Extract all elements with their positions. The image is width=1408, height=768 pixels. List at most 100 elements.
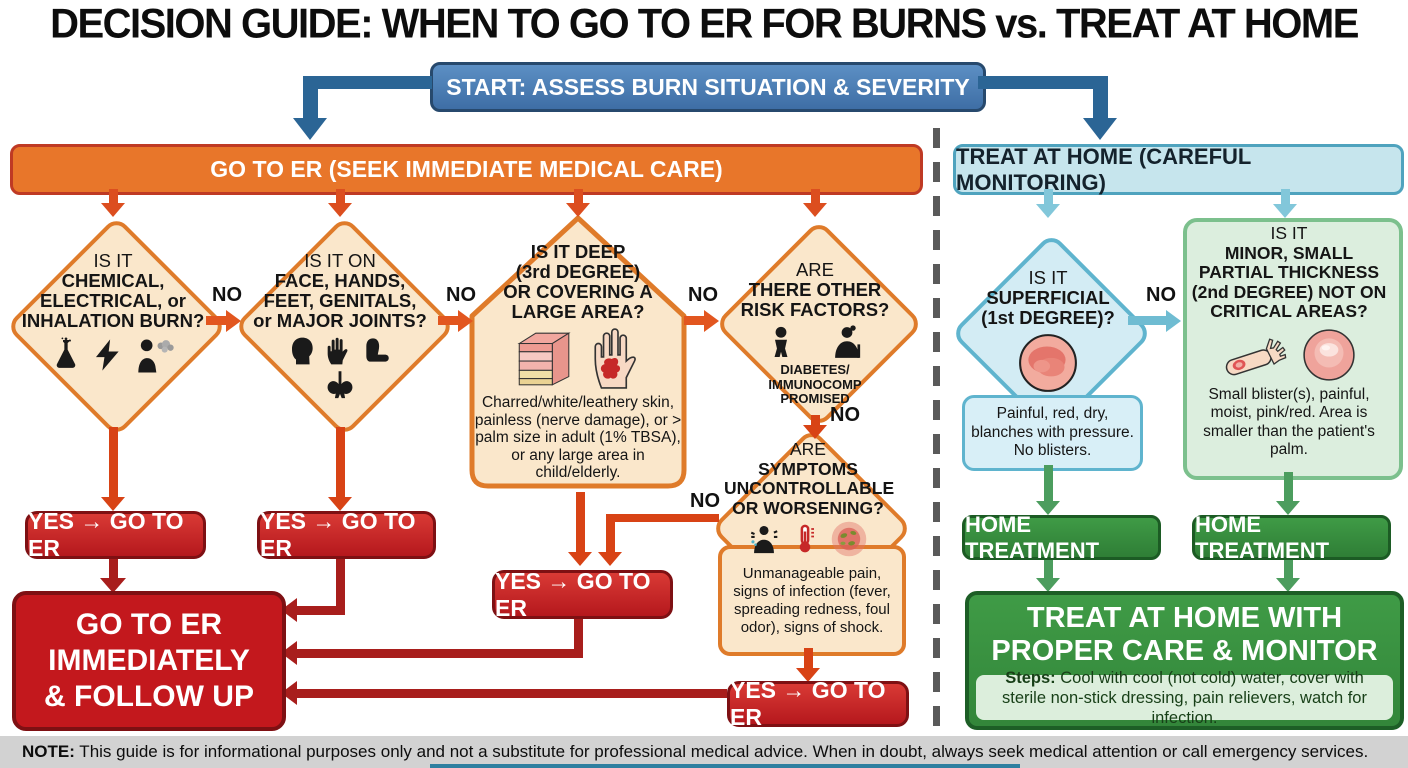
h1-line: IS IT xyxy=(1028,267,1068,288)
banner-drop-arrowhead xyxy=(1036,204,1060,218)
q3-yes-arrowhead xyxy=(568,552,592,566)
infection-icon xyxy=(831,521,867,557)
start-right-connector xyxy=(978,76,1102,89)
q3-body: Charred/white/leathery skin, painless (n… xyxy=(474,394,682,481)
home-final-box: TREAT AT HOME WITH PROPER CARE & MONITOR… xyxy=(965,591,1404,730)
start-left-connector xyxy=(303,76,318,120)
h1-h2-arrowhead xyxy=(1166,309,1181,332)
q1-line: IS IT xyxy=(93,250,133,271)
q1-line: CHEMICAL, xyxy=(61,270,165,291)
q3-line: IS IT DEEP xyxy=(530,241,626,262)
h2-ht-arrow xyxy=(1284,472,1293,503)
bottom-accent-strip xyxy=(430,764,1020,768)
banner-drop-arrow xyxy=(811,189,820,204)
er-final-line: IMMEDIATELY xyxy=(48,644,250,677)
q5-line: SYMPTOMS xyxy=(758,458,858,479)
q2-yes-arrowhead xyxy=(328,497,352,511)
baby-icon xyxy=(774,326,788,357)
start-right-arrowhead xyxy=(1083,118,1117,140)
h1-caption-box: Painful, red, dry, blanches with pressur… xyxy=(962,395,1143,471)
ht2-final-arrowhead xyxy=(1276,578,1300,592)
q3-q4-connector xyxy=(684,316,706,325)
q3-line: (3rd DEGREE) xyxy=(515,261,641,282)
q4-line: THERE OTHER xyxy=(748,279,882,300)
yes-go-to-er-button-2: YES → GO TO ER xyxy=(257,508,436,561)
q3-content: IS IT DEEP (3rd DEGREE) OR COVERING A LA… xyxy=(470,242,686,482)
q1-line: INHALATION BURN? xyxy=(21,310,205,331)
h2-line: (2nd DEGREE) NOT ON xyxy=(1191,281,1387,302)
yes-label: YES → GO TO ER xyxy=(495,567,651,621)
foot-icon xyxy=(366,338,389,362)
banner-drop-arrowhead xyxy=(328,203,352,217)
skin-layers-icon xyxy=(517,332,571,386)
q4-content: ARE THERE OTHER RISK FACTORS? DIABETES/ … xyxy=(722,260,908,407)
yes3-final-elbow xyxy=(296,649,583,658)
home-banner-label: TREAT AT HOME (CAREFUL MONITORING) xyxy=(956,143,1251,195)
steps-text: Cool with cool (not cold) water, cover w… xyxy=(1002,668,1367,727)
q2-line: or MAJOR JOINTS? xyxy=(253,310,427,331)
start-left-connector xyxy=(310,76,432,89)
yes-label: YES → GO TO ER xyxy=(28,508,184,561)
q3-q4-arrowhead xyxy=(704,309,719,332)
blister-icon xyxy=(1303,328,1355,381)
h2-box xyxy=(1183,218,1403,480)
home-branch-banner: TREAT AT HOME (CAREFUL MONITORING) xyxy=(953,144,1404,195)
red-skin-patch-icon xyxy=(1019,334,1077,392)
q2-line: FEET, GENITALS, xyxy=(263,290,417,311)
h1-ht-arrow xyxy=(1044,465,1053,503)
home-treatment-button-2: HOME TREATMENT xyxy=(1192,512,1391,563)
h1-line: (1st DEGREE)? xyxy=(981,307,1115,328)
no-label-q5: NO xyxy=(690,490,720,512)
no-label-q3: NO xyxy=(688,284,718,306)
lightning-bolt-icon xyxy=(95,339,119,371)
start-left-arrowhead xyxy=(293,118,327,140)
q3-pentagon xyxy=(469,215,687,489)
start-right-connector xyxy=(1093,76,1108,120)
banner-drop-arrow xyxy=(336,189,345,204)
yes-label: YES → GO TO ER xyxy=(730,677,886,730)
pain-person-icon xyxy=(750,525,778,554)
banner-drop-arrowhead xyxy=(1273,204,1297,218)
h1-body: Painful, red, dry, blanches with pressur… xyxy=(971,405,1134,460)
home-steps-box: Steps: Cool with cool (not cold) water, … xyxy=(976,669,1393,727)
q2-yes-arrow xyxy=(336,427,345,499)
h2-body: Small blister(s), painful, moist, pink/r… xyxy=(1203,385,1375,459)
elderly-person-icon xyxy=(835,325,861,358)
banner-drop-arrow xyxy=(109,189,118,204)
yes-label: YES → GO TO ER xyxy=(260,508,416,561)
q3-line: LARGE AREA? xyxy=(511,301,645,322)
home-final-line: TREAT AT HOME WITH xyxy=(1026,602,1343,634)
q2-q3-connector xyxy=(438,316,460,325)
er-final-line: & FOLLOW UP xyxy=(44,680,254,713)
flask-icon xyxy=(56,337,76,368)
q5-no-arrowhead xyxy=(598,552,622,566)
q2-line: IS IT ON xyxy=(304,250,376,271)
q5-line: UNCONTROLLABLE xyxy=(724,478,895,498)
yes-go-to-er-button-1: YES → GO TO ER xyxy=(25,508,206,561)
h2-line: IS IT xyxy=(1270,223,1308,243)
yes1-final-arrowhead xyxy=(100,578,126,593)
start-node: START: ASSESS BURN SITUATION & SEVERITY xyxy=(430,62,986,112)
q4-line: RISK FACTORS? xyxy=(740,299,890,320)
er-final-box: GO TO ER IMMEDIATELY & FOLLOW UP xyxy=(12,591,286,731)
q1-yes-arrowhead xyxy=(101,497,125,511)
ht1-final-arrowhead xyxy=(1036,578,1060,592)
q5-yes-arrowhead xyxy=(796,668,820,682)
q5-body: Unmanageable pain, signs of infection (f… xyxy=(733,564,891,636)
banner-drop-arrow xyxy=(1281,189,1290,206)
home-treatment-label: HOME TREATMENT xyxy=(1195,511,1330,563)
home-treatment-label: HOME TREATMENT xyxy=(965,511,1100,563)
q3-line: OR COVERING A xyxy=(503,281,653,302)
home-final-line: PROPER CARE & MONITOR xyxy=(991,635,1378,667)
banner-drop-arrowhead xyxy=(566,203,590,217)
q4-caption-line: DIABETES/ xyxy=(780,362,850,377)
yes-go-to-er-button-3: YES → GO TO ER xyxy=(492,567,673,621)
hand-icon xyxy=(327,337,348,365)
q3-yes-arrow xyxy=(576,492,585,554)
q4-q5-arrowhead xyxy=(803,425,827,439)
q5-line: ARE xyxy=(790,439,826,459)
q2-q3-arrowhead xyxy=(458,309,473,332)
yes-go-to-er-button-4: YES → GO TO ER xyxy=(727,677,909,730)
q1-line: ELECTRICAL, or xyxy=(40,290,186,311)
